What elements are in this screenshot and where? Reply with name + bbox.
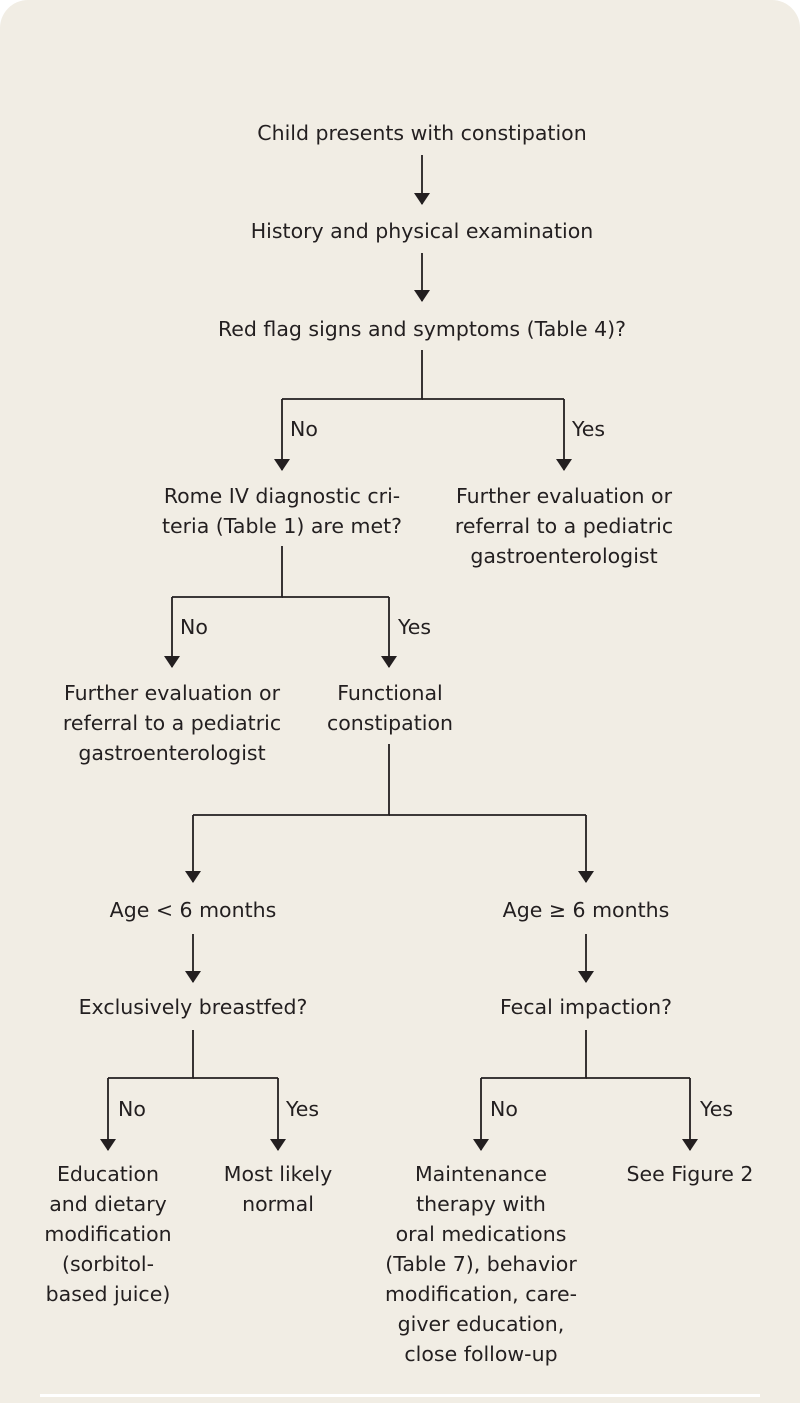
bottom-rule <box>40 1394 760 1397</box>
node-maintenance-therapy: Maintenance therapy with oral medication… <box>366 1159 596 1369</box>
node-see-figure-2-text: See Figure 2 <box>626 1162 754 1186</box>
label-no-redflags: No <box>290 417 318 441</box>
node-fecal-impaction-text: Fecal impaction? <box>500 995 672 1019</box>
node-rome-criteria: Rome IV diagnostic cri- teria (Table 1) … <box>122 481 442 541</box>
node-normal-line: normal <box>242 1192 314 1216</box>
connector-impaction-split <box>481 1030 587 1079</box>
node-education-dietary: Education and dietary modification (sorb… <box>28 1159 188 1309</box>
node-child-presents: Child presents with constipation <box>172 118 672 148</box>
node-normal-line: Most likely <box>223 1162 333 1186</box>
node-referral-red-flags: Further evaluation or referral to a pedi… <box>414 481 714 571</box>
node-referral-line: Further evaluation or <box>456 484 672 508</box>
node-fecal-impaction: Fecal impaction? <box>456 992 716 1022</box>
label-yes-rome: Yes <box>398 615 432 639</box>
node-red-flags-text: Red flag signs and symptoms (Table 4)? <box>217 317 627 341</box>
node-referral-line: gastroenterologist <box>78 741 266 765</box>
connector-breastfed-split <box>108 1030 194 1079</box>
node-see-figure-2: See Figure 2 <box>610 1159 770 1189</box>
node-red-flags: Red flag signs and symptoms (Table 4)? <box>172 314 672 344</box>
node-rome-criteria-line: teria (Table 1) are met? <box>161 514 403 538</box>
node-rome-criteria-line: Rome IV diagnostic cri- <box>163 484 401 508</box>
node-referral-line: referral to a pediatric <box>62 711 282 735</box>
label-no-rome: No <box>180 615 208 639</box>
node-age-under-6-text: Age < 6 months <box>109 898 277 922</box>
label-no-breastfed: No <box>118 1097 146 1121</box>
node-maintenance-line: therapy with <box>416 1192 546 1216</box>
node-most-likely-normal: Most likely normal <box>208 1159 348 1219</box>
node-child-presents-text: Child presents with constipation <box>257 121 587 145</box>
connector-redflags-split <box>282 350 423 400</box>
label-no-impaction: No <box>490 1097 518 1121</box>
node-referral-rome: Further evaluation or referral to a pedi… <box>22 678 322 768</box>
node-maintenance-line: oral medications <box>395 1222 567 1246</box>
node-referral-line: referral to a pediatric <box>454 514 674 538</box>
node-functional-line: Functional <box>337 681 443 705</box>
node-maintenance-line: Maintenance <box>414 1162 548 1186</box>
node-age-over-6: Age ≥ 6 months <box>461 895 711 925</box>
node-maintenance-line: close follow-up <box>404 1342 558 1366</box>
node-functional-constipation: Functional constipation <box>300 678 480 738</box>
node-exclusively-breastfed-text: Exclusively breastfed? <box>78 995 308 1019</box>
label-yes-redflags: Yes <box>572 417 606 441</box>
node-education-line: based juice) <box>45 1282 171 1306</box>
node-referral-line: gastroenterologist <box>470 544 658 568</box>
connector-rome-split <box>172 546 283 598</box>
label-yes-impaction: Yes <box>700 1097 734 1121</box>
node-education-line: modification <box>44 1222 172 1246</box>
node-history-exam-text: History and physical examination <box>250 219 594 243</box>
node-maintenance-line: giver education, <box>397 1312 565 1336</box>
node-education-line: and dietary <box>49 1192 167 1216</box>
node-age-under-6: Age < 6 months <box>68 895 318 925</box>
node-maintenance-line: (Table 7), behavior <box>385 1252 577 1276</box>
node-maintenance-line: modification, care- <box>384 1282 578 1306</box>
label-yes-breastfed: Yes <box>286 1097 320 1121</box>
node-education-line: (sorbitol- <box>61 1252 155 1276</box>
node-exclusively-breastfed: Exclusively breastfed? <box>43 992 343 1022</box>
node-age-over-6-text: Age ≥ 6 months <box>502 898 670 922</box>
node-history-exam: History and physical examination <box>172 216 672 246</box>
node-referral-line: Further evaluation or <box>64 681 280 705</box>
node-functional-line: constipation <box>326 711 454 735</box>
node-education-line: Education <box>56 1162 160 1186</box>
